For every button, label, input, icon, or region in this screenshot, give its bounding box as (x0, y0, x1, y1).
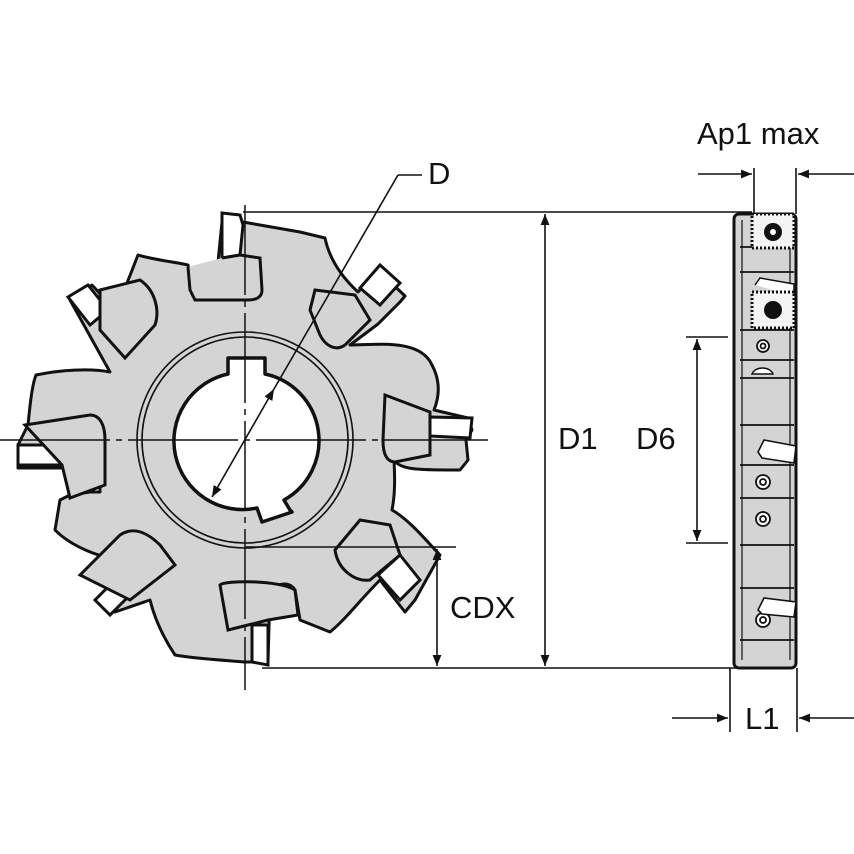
insert-pockets (16, 211, 474, 667)
label-d1: D1 (558, 421, 598, 456)
insert-upper-right (357, 262, 403, 308)
insert-bottom (250, 623, 270, 667)
side-wedge-insert (757, 439, 797, 464)
dimension-d1 (243, 211, 752, 669)
dimension-d (211, 174, 422, 498)
front-view-cutter (0, 205, 488, 690)
dimension-l1 (672, 668, 854, 732)
side-wedge-insert (757, 597, 797, 618)
dimension-cdx (245, 546, 456, 666)
dimension-ap1-max (698, 168, 854, 214)
side-view-cutter (732, 212, 798, 670)
insert-right (428, 415, 474, 440)
insert-top (220, 211, 245, 260)
label-cdx: CDX (450, 590, 516, 625)
dimension-d6 (686, 336, 728, 544)
label-l1: L1 (745, 701, 780, 736)
label-d: D (428, 156, 451, 191)
label-ap1-max: Ap1 max (697, 116, 820, 151)
label-d6: D6 (636, 421, 676, 456)
